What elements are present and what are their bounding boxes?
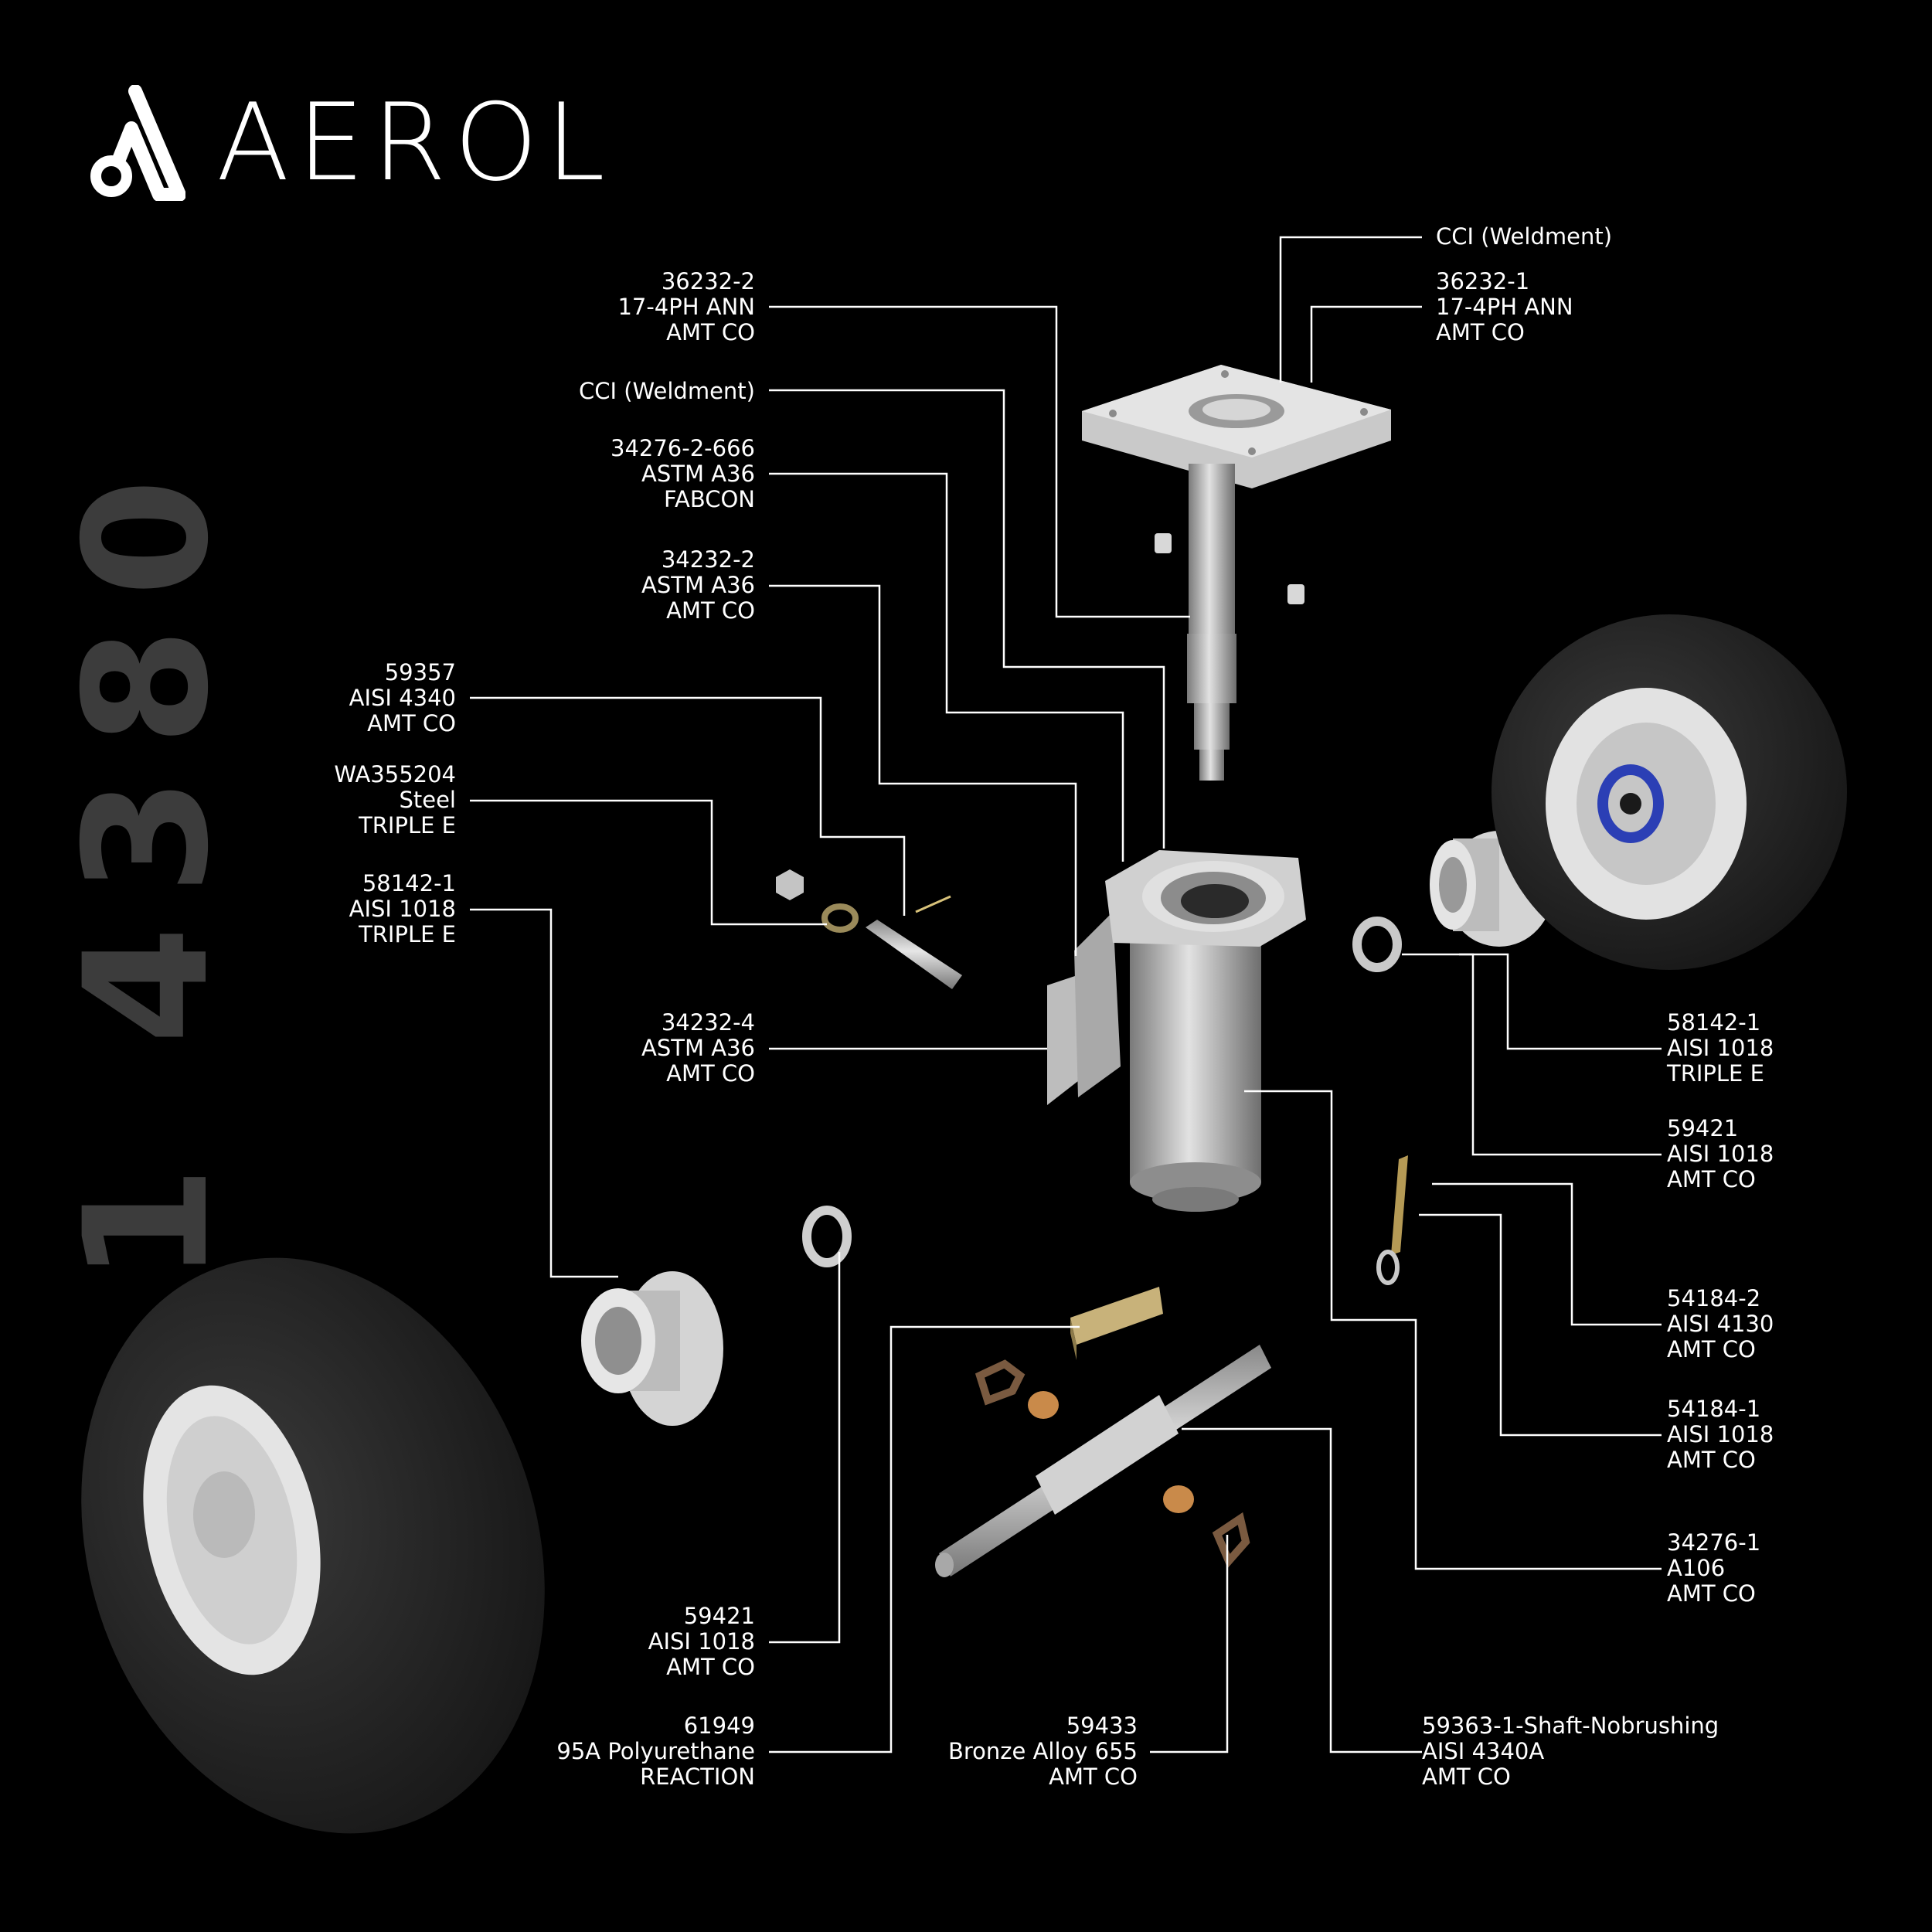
callout-cci-weldment-top: CCI (Weldment): [1436, 223, 1613, 250]
callout-34232-2: 34232-2 ASTM A36 AMT CO: [641, 546, 755, 624]
pin-hardware-part: [776, 869, 962, 989]
callout-34276-2-666: 34276-2-666 ASTM A36 FABCON: [611, 435, 755, 512]
callout-61949: 61949 95A Polyurethane REACTION: [556, 1713, 755, 1790]
callout-36232-1: 36232-1 17-4PH ANN AMT CO: [1436, 268, 1573, 345]
callout-54184-1: 54184-1 AISI 1018 AMT CO: [1667, 1396, 1774, 1473]
urethane-block-part: [1070, 1287, 1163, 1360]
callout-34276-1: 34276-1 A106 AMT CO: [1667, 1529, 1761, 1607]
callout-59363-1: 59363-1-Shaft-Nobrushing AISI 4340A AMT …: [1422, 1713, 1719, 1790]
right-washer-part: [1352, 917, 1402, 972]
aerol-logo-icon: [90, 85, 185, 201]
brand-name: AEROL: [216, 80, 613, 205]
housing-part: [1047, 850, 1306, 1212]
callout-54184-2: 54184-2 AISI 4130 AMT CO: [1667, 1285, 1774, 1362]
callout-59421-left: 59421 AISI 1018 AMT CO: [648, 1603, 755, 1680]
left-wheel-part: [81, 1257, 545, 1834]
brand-header: AEROL: [85, 85, 613, 201]
callout-59421-right: 59421 AISI 1018 AMT CO: [1667, 1115, 1774, 1192]
callout-34232-4: 34232-4 ASTM A36 AMT CO: [641, 1009, 755, 1087]
left-washer-part: [802, 1206, 852, 1267]
callout-58142-1-right: 58142-1 AISI 1018 TRIPLE E: [1667, 1009, 1774, 1087]
clevis-pin-part: [1376, 1155, 1408, 1285]
mount-plate-part: [1082, 365, 1391, 488]
bushing-parts: [975, 1359, 1250, 1569]
callout-58142-1-left: 58142-1 AISI 1018 TRIPLE E: [349, 870, 456, 947]
callout-36232-2: 36232-2 17-4PH ANN AMT CO: [617, 268, 755, 345]
leader-lines: [470, 236, 1662, 1753]
left-hub-part: [581, 1271, 723, 1426]
right-wheel-part: [1492, 614, 1847, 970]
callout-cci-weldment-left: CCI (Weldment): [578, 378, 755, 404]
callout-59357: 59357 AISI 4340 AMT CO: [349, 659, 456, 736]
callout-59433: 59433 Bronze Alloy 655 AMT CO: [947, 1713, 1138, 1790]
main-shaft-part: [935, 1345, 1271, 1577]
callout-wa355204: WA355204 Steel TRIPLE E: [334, 761, 456, 838]
stem-shaft-part: [1155, 464, 1304, 781]
